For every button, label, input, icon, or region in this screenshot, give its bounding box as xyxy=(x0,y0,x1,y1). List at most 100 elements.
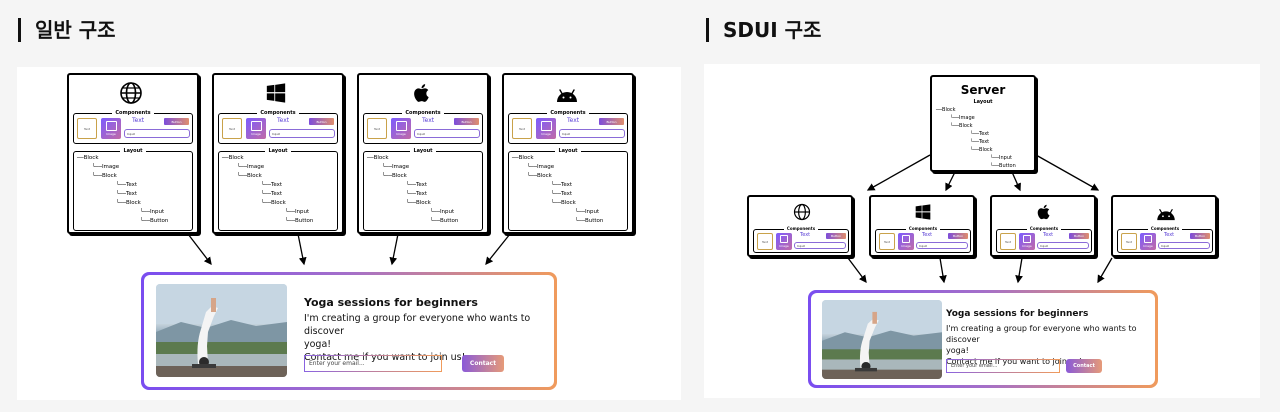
sdui-card-apple: Components Text Image Text Button Input xyxy=(990,195,1096,257)
components-box: Components Text Image Text Button Input xyxy=(996,226,1092,253)
layout-box: Layout ──Block └──Image └──Block └──Text… xyxy=(508,148,628,231)
image-chip: Image xyxy=(1019,233,1035,250)
tree-block: └──Block xyxy=(551,200,576,206)
text-chip: Text xyxy=(222,118,242,139)
yoga-pose-image xyxy=(156,284,287,377)
button-chip: Button xyxy=(1069,233,1089,239)
input-chip: Input xyxy=(1158,242,1210,249)
email-input[interactable]: Enter your email... xyxy=(304,355,442,372)
tree-text: └──Text xyxy=(116,182,138,188)
button-chip: Button xyxy=(948,233,968,239)
tree-image: └──Image xyxy=(382,164,410,170)
server-card: Server Layout ──Block └──Image └──Block … xyxy=(930,75,1036,172)
text-label-chip: Text xyxy=(567,117,580,124)
yoga-photo xyxy=(822,300,942,379)
yoga-pose-image xyxy=(822,300,942,379)
tree-input: └──Input xyxy=(990,155,1012,161)
tree-block: └──Block xyxy=(527,173,552,179)
tree-text: └──Text xyxy=(970,139,990,145)
sdui-card-android: Components Text Image Text Button Input xyxy=(1111,195,1217,257)
tree-block: ──Block xyxy=(512,155,534,161)
layout-label: Layout xyxy=(410,148,436,154)
platform-card-apple: Components Text Image Text Button Input … xyxy=(357,73,489,234)
input-chip: Input xyxy=(269,129,335,138)
tree-text: └──Text xyxy=(551,182,573,188)
components-box: Components Text Image Text Button Input xyxy=(73,110,193,144)
sdui-structure-title: SDUI 구조 xyxy=(706,18,821,42)
input-chip: Input xyxy=(916,242,968,249)
tree-block: ──Block xyxy=(367,155,389,161)
components-box: Components Text Image Text Button Input xyxy=(508,110,628,144)
tree-input: └──Input xyxy=(140,209,165,215)
layout-label: Layout xyxy=(120,148,146,154)
text-chip: Text xyxy=(1121,233,1137,250)
layout-box: Layout ──Block └──Image └──Block └──Text… xyxy=(73,148,193,231)
text-chip: Text xyxy=(879,233,895,250)
image-chip: Image xyxy=(101,118,121,139)
text-label-chip: Text xyxy=(800,232,811,238)
preview-title: Yoga sessions for beginners xyxy=(946,309,1089,319)
desc-line: yoga! xyxy=(304,339,332,351)
tree-text: └──Text xyxy=(116,191,138,197)
tree-text: └──Text xyxy=(406,191,428,197)
text-label-chip: Text xyxy=(1164,232,1175,238)
layout-box: Layout ──Block └──Image └──Block └──Text… xyxy=(363,148,483,231)
desc-line: I'm creating a group for everyone who wa… xyxy=(946,324,1137,345)
contact-button[interactable]: Contact xyxy=(1066,359,1102,373)
windows-icon xyxy=(266,83,286,103)
android-icon xyxy=(557,89,577,102)
text-label-chip: Text xyxy=(422,117,435,124)
image-chip: Image xyxy=(536,118,556,139)
tree-block: └──Block xyxy=(950,123,973,129)
components-box: Components Text Image Text Button Input xyxy=(875,226,971,253)
image-chip: Image xyxy=(776,233,792,250)
layout-label: Layout xyxy=(970,99,996,105)
platform-card-windows: Components Text Image Text Button Input … xyxy=(212,73,344,234)
tree-button: └──Button xyxy=(990,163,1016,169)
components-box: Components Text Image Text Button Input xyxy=(1117,226,1213,253)
input-chip: Input xyxy=(1037,242,1089,249)
tree-block: └──Block xyxy=(92,173,117,179)
apple-icon xyxy=(1037,204,1050,220)
tree-input: └──Input xyxy=(285,209,310,215)
tree-block: └──Block xyxy=(406,200,431,206)
input-chip: Input xyxy=(124,129,190,138)
text-chip: Text xyxy=(77,118,97,139)
tree-block: ──Block xyxy=(222,155,244,161)
components-box: Components Text Image Text Button Input xyxy=(363,110,483,144)
ui-preview-card: Yoga sessions for beginners I'm creating… xyxy=(141,272,557,390)
desc-line: yoga! xyxy=(946,346,969,356)
text-label-chip: Text xyxy=(277,117,290,124)
components-label: Components xyxy=(547,110,589,116)
sdui-card-windows: Components Text Image Text Button Input xyxy=(869,195,975,257)
layout-label: Layout xyxy=(265,148,291,154)
apple-icon xyxy=(414,84,429,102)
text-chip: Text xyxy=(1000,233,1016,250)
email-input[interactable]: Enter your email... xyxy=(946,359,1060,373)
components-label: Components xyxy=(1026,226,1062,231)
button-chip: Button xyxy=(599,118,624,125)
tree-button: └──Button xyxy=(140,218,169,224)
layout-label: Layout xyxy=(555,148,581,154)
platform-card-android: Components Text Image Text Button Input … xyxy=(502,73,634,234)
tree-text: └──Text xyxy=(261,182,283,188)
layout-box: Layout ──Block └──Image └──Block └──Text… xyxy=(218,148,338,231)
text-chip: Text xyxy=(512,118,532,139)
tree-block: └──Block xyxy=(237,173,262,179)
android-icon xyxy=(1157,209,1175,221)
tree-image: └──Image xyxy=(237,164,265,170)
text-chip: Text xyxy=(757,233,773,250)
tree-block: ──Block xyxy=(936,107,956,113)
components-box: Components Text Image Text Button Input xyxy=(753,226,849,253)
input-chip: Input xyxy=(414,129,480,138)
components-label: Components xyxy=(1147,226,1183,231)
components-box: Components Text Image Text Button Input xyxy=(218,110,338,144)
tree-text: └──Text xyxy=(551,191,573,197)
globe-icon xyxy=(120,82,142,104)
tree-block: └──Block xyxy=(382,173,407,179)
components-label: Components xyxy=(783,226,819,231)
tree-button: └──Button xyxy=(575,218,604,224)
image-chip: Image xyxy=(391,118,411,139)
contact-button[interactable]: Contact xyxy=(462,355,504,372)
tree-image: └──Image xyxy=(527,164,555,170)
